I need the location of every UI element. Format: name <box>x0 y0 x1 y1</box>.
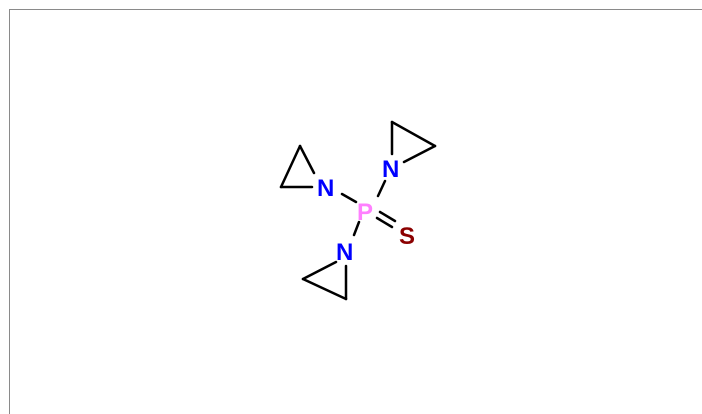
bond-ring-left-b <box>298 144 316 175</box>
bond-ring-bottom-a <box>301 260 338 281</box>
bond-ring-top-b <box>390 120 437 148</box>
atom-n-top: N <box>382 156 399 183</box>
aziridine-ring-bottom <box>301 260 348 301</box>
canvas-border <box>9 9 702 414</box>
aziridine-ring-top <box>390 120 437 164</box>
phosphorus-nitrogen-bonds <box>340 179 387 237</box>
aziridine-ring-left <box>279 144 316 189</box>
atom-sulfur: S <box>399 223 415 250</box>
bond-p-n-bottom <box>352 220 361 237</box>
atom-n-bottom: N <box>336 239 353 266</box>
bond-p-s-line-1 <box>378 210 397 223</box>
bond-ring-bottom-b <box>301 277 348 301</box>
atom-n-left: N <box>317 175 334 202</box>
bond-p-n-top <box>376 179 387 198</box>
atom-phosphorus: P <box>357 199 373 226</box>
bond-ring-top-c <box>402 144 437 164</box>
phosphorus-sulfur-double-bond <box>375 210 397 229</box>
bond-p-s-line-2 <box>375 216 394 229</box>
bond-p-n-left <box>340 192 358 204</box>
bond-ring-left-a <box>279 144 302 189</box>
